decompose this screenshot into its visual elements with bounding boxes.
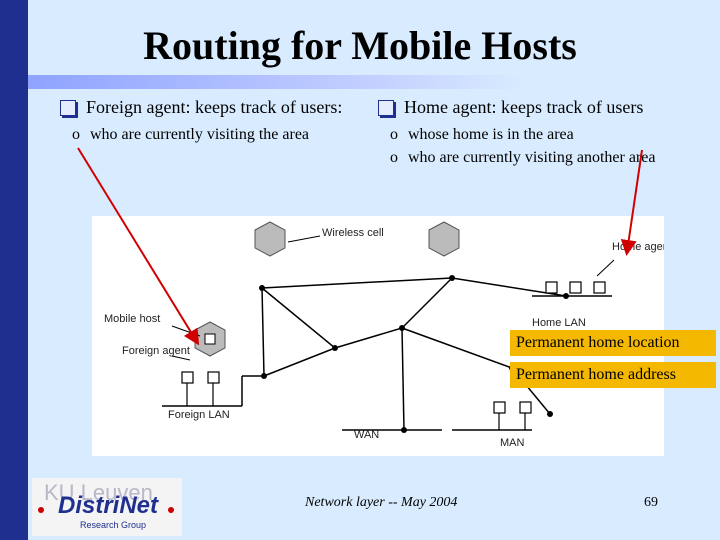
note-permanent-home-location: Permanent home location: [510, 330, 716, 356]
page-number: 69: [644, 495, 658, 510]
sub-bullet: o who are currently visiting the area: [60, 125, 360, 146]
sub-bullet-marker: o: [72, 126, 80, 144]
label-wan: WAN: [354, 429, 379, 441]
sub-bullet-text: who are currently visiting another area: [408, 149, 656, 167]
label-mobile-host: Mobile host: [104, 313, 160, 325]
bullet-foreign-agent: Foreign agent: keeps track of users:: [60, 96, 360, 119]
sub-bullet: o who are currently visiting another are…: [378, 148, 668, 169]
right-column: Home agent: keeps track of users o whose…: [378, 96, 668, 169]
sub-bullet-marker: o: [390, 149, 398, 167]
arrow-foreign-agent: [77, 147, 200, 346]
left-column: Foreign agent: keeps track of users: o w…: [60, 96, 360, 146]
slide-title: Routing for Mobile Hosts: [143, 23, 577, 68]
label-foreign-lan: Foreign LAN: [168, 409, 230, 421]
footer-text: Network layer -- May 2004: [305, 495, 458, 510]
logo-dot-icon: [38, 507, 44, 513]
logo-tagline: Research Group: [80, 520, 147, 530]
label-home-lan: Home LAN: [532, 317, 586, 329]
bullet-home-agent: Home agent: keeps track of users: [378, 96, 668, 119]
sub-bullet-text: who are currently visiting the area: [90, 126, 310, 144]
logo-dot-icon: [168, 507, 174, 513]
bullet-text: Foreign agent: keeps track of users:: [86, 97, 343, 117]
left-accent-bar: [0, 0, 28, 540]
note-permanent-home-address: Permanent home address: [510, 362, 716, 388]
bullet-text: Home agent: keeps track of users: [404, 97, 644, 117]
arrow-home-agent: [620, 149, 643, 256]
label-wireless-cell: Wireless cell: [322, 227, 384, 239]
mobile-host-icon: [204, 333, 216, 345]
logo-name: DistriNet: [58, 492, 159, 519]
computers: [181, 281, 606, 430]
sub-bullet: o whose home is in the area: [378, 125, 668, 146]
title-underline: [28, 75, 528, 89]
label-man: MAN: [500, 437, 525, 449]
label-foreign-agent: Foreign agent: [122, 345, 190, 357]
sub-bullet-text: whose home is in the area: [408, 126, 574, 144]
wireless-cell-icon: [254, 221, 286, 257]
square-bullet-icon: [60, 100, 76, 116]
square-bullet-icon: [378, 100, 394, 116]
distrinet-logo: KU Leuven DistriNet Research Group: [32, 478, 182, 536]
logo-university: KU Leuven: [44, 480, 153, 505]
wireless-cell-icon: [428, 221, 460, 257]
sub-bullet-marker: o: [390, 126, 398, 144]
